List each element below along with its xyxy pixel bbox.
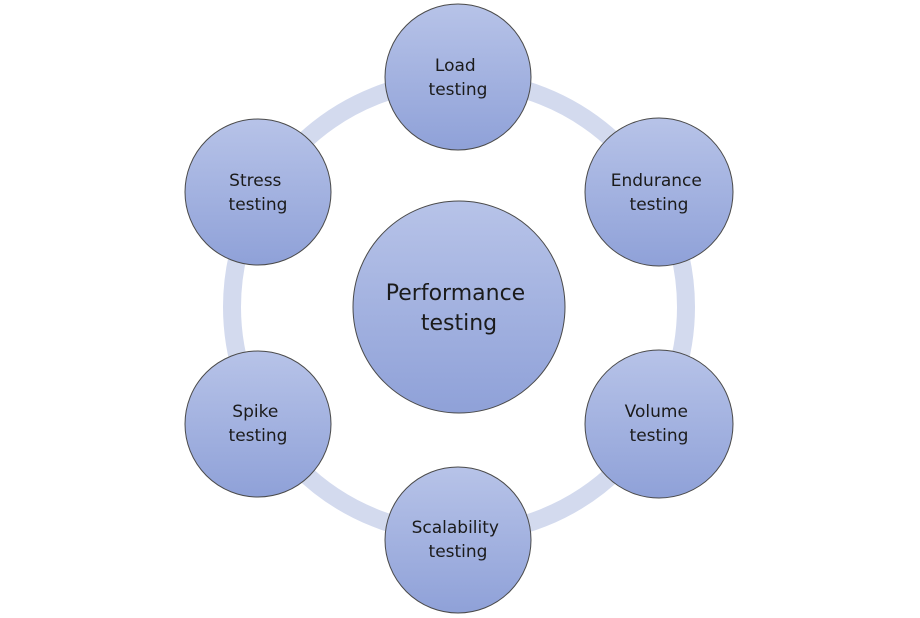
node-load-testing-line-2: testing: [429, 80, 488, 100]
node-endurance-testing: Endurance testing: [584, 117, 734, 267]
node-scalability-testing-circle: [384, 466, 532, 614]
node-stress-testing-line-1: Stress: [229, 171, 281, 191]
center-node: Performance testing: [352, 200, 566, 414]
node-spike-testing-line-1: Spike: [232, 402, 278, 422]
node-volume-testing-label: Volume testing: [625, 402, 694, 446]
node-endurance-testing-circle: [584, 117, 734, 267]
node-scalability-testing-line-1: Scalability: [412, 518, 499, 538]
node-spike-testing-line-2: testing: [229, 426, 288, 446]
node-volume-testing-line-1: Volume: [625, 402, 688, 422]
node-spike-testing-circle: [184, 350, 332, 498]
center-node-circle: [352, 200, 566, 414]
node-endurance-testing-line-2: testing: [630, 195, 689, 215]
node-load-testing-line-1: Load: [435, 56, 476, 76]
node-spike-testing-label: Spike testing: [229, 402, 288, 446]
node-endurance-testing-label: Endurance testing: [611, 171, 707, 215]
node-load-testing-label: Load testing: [429, 56, 488, 100]
node-volume-testing: Volume testing: [584, 349, 734, 499]
node-scalability-testing-label: Scalability testing: [412, 518, 505, 562]
center-node-label-line-2: testing: [421, 311, 497, 336]
node-stress-testing-circle: [184, 118, 332, 266]
node-scalability-testing-line-2: testing: [429, 542, 488, 562]
node-stress-testing-label: Stress testing: [229, 171, 288, 215]
node-stress-testing-line-2: testing: [229, 195, 288, 215]
node-volume-testing-circle: [584, 349, 734, 499]
node-endurance-testing-line-1: Endurance: [611, 171, 702, 191]
node-scalability-testing: Scalability testing: [384, 466, 532, 614]
node-load-testing-circle: [384, 3, 532, 151]
node-load-testing: Load testing: [384, 3, 532, 151]
node-volume-testing-line-2: testing: [630, 426, 689, 446]
center-node-label: Performance testing: [386, 281, 532, 336]
center-node-label-line-1: Performance: [386, 281, 525, 306]
node-spike-testing: Spike testing: [184, 350, 332, 498]
node-stress-testing: Stress testing: [184, 118, 332, 266]
